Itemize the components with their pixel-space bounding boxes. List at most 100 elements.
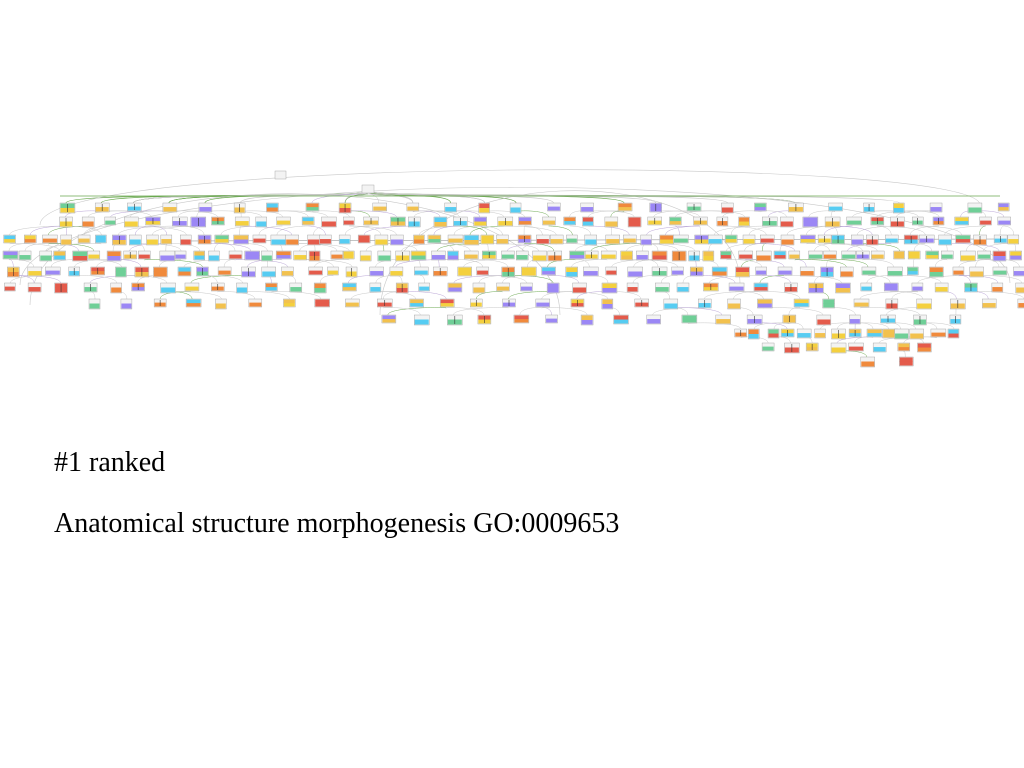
graph-node: [899, 356, 914, 367]
graph-node: [357, 234, 371, 244]
graph-edge: [889, 291, 923, 300]
graph-edge: [806, 243, 830, 252]
graph-node: [793, 298, 810, 308]
graph-node: [131, 282, 145, 292]
graph-node: [649, 202, 662, 213]
graph-node-fill: [768, 329, 779, 334]
graph-node: [359, 250, 372, 262]
graph-node-fill: [281, 271, 293, 276]
graph-node: [521, 266, 537, 277]
graph-node: [866, 234, 879, 246]
graph-node-fill: [431, 255, 445, 260]
graph-edge: [682, 275, 697, 284]
graph-node: [261, 250, 273, 262]
graph-node-fill: [955, 220, 969, 225]
graph-edge: [633, 259, 659, 268]
graph-node-fill: [677, 287, 689, 292]
graph-edge: [445, 307, 485, 316]
graph-node-fill: [111, 287, 122, 293]
graph-node: [409, 298, 424, 308]
graph-node-fill: [477, 270, 489, 275]
graph-node-fill: [343, 251, 354, 256]
graph-edge: [132, 190, 369, 204]
graph-node: [536, 234, 550, 245]
graph-node-fill: [823, 254, 836, 259]
graph-node-fill: [762, 346, 774, 351]
graph-node-fill: [481, 235, 494, 240]
graph-node: [345, 266, 358, 278]
graph-node-fill: [774, 254, 786, 259]
graph-node-fill: [547, 206, 560, 211]
graph-node-fill: [536, 239, 549, 244]
graph-edge: [519, 307, 543, 316]
graph-node-fill: [516, 255, 528, 260]
graph-node: [313, 282, 327, 294]
graph-node: [134, 266, 150, 278]
graph-node: [870, 216, 885, 226]
graph-node: [389, 266, 404, 277]
graph-node-fill: [390, 239, 403, 245]
graph-edge: [344, 193, 369, 204]
graph-node: [342, 282, 357, 292]
graph-edge: [217, 291, 256, 300]
graph-edge: [523, 243, 555, 252]
graph-node: [124, 216, 139, 228]
graph-edge: [917, 275, 976, 284]
graph-node-fill: [931, 332, 946, 337]
graph-node-fill: [501, 254, 514, 259]
graph-node-fill: [829, 206, 843, 211]
graph-node: [767, 328, 780, 339]
graph-node-fill: [343, 254, 354, 259]
graph-node: [338, 202, 352, 214]
graph-node-fill: [413, 235, 424, 240]
graph-node-fill: [163, 207, 177, 212]
graph-node: [761, 342, 775, 352]
graph-node-fill: [606, 239, 620, 244]
graph-node-fill: [428, 235, 441, 240]
graph-node: [930, 328, 947, 338]
graph-node-fill: [458, 267, 472, 272]
graph-node: [720, 250, 732, 260]
graph-edge: [675, 225, 680, 236]
graph-node: [549, 234, 564, 245]
graph-node-fill: [835, 287, 850, 293]
graph-node: [374, 234, 389, 246]
graph-node: [432, 266, 448, 277]
graph-node-fill: [871, 254, 884, 259]
graph-node-fill: [939, 239, 952, 245]
graph-node-fill: [518, 217, 531, 222]
graph-node-fill: [582, 217, 593, 222]
graph-node: [636, 250, 649, 261]
graph-node-fill: [358, 238, 370, 243]
graph-edge: [118, 225, 179, 236]
graph-node: [509, 202, 522, 214]
graph-node-fill: [898, 343, 910, 348]
graph-node: [583, 266, 599, 277]
graph-node: [496, 282, 510, 292]
graph-node-fill: [570, 254, 585, 259]
graph-node-fill: [4, 238, 16, 243]
graph-node: [952, 266, 965, 276]
graph-edge: [220, 225, 262, 236]
graph-node: [762, 216, 778, 227]
graph-node-fill: [42, 238, 57, 243]
graph-node: [444, 202, 457, 213]
graph-node-fill: [370, 271, 384, 276]
graph-node-fill: [306, 203, 319, 208]
graph-node: [605, 266, 617, 276]
graph-node: [941, 250, 954, 260]
graph-node: [893, 202, 905, 214]
graph-node: [848, 342, 864, 352]
graph-edge: [276, 225, 309, 236]
graph-node: [208, 250, 220, 262]
graph-node: [68, 266, 80, 277]
graph-node: [981, 298, 997, 309]
graph-node: [110, 282, 122, 294]
graph-node-fill: [566, 271, 578, 277]
graph-node: [800, 234, 816, 244]
graph-node-fill: [998, 220, 1011, 225]
graph-edge: [714, 225, 769, 236]
graph-node-fill: [835, 283, 850, 288]
graph-node-fill: [218, 270, 231, 275]
graph-node-fill: [712, 267, 727, 272]
